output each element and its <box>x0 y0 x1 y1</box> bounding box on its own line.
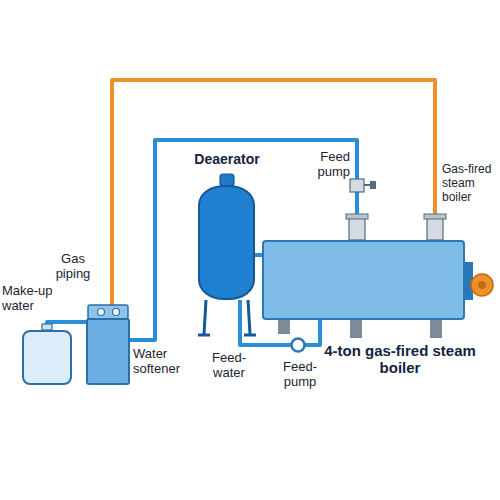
leg-foot <box>198 334 210 337</box>
support-leg <box>204 300 206 334</box>
boiler-leg <box>350 320 362 338</box>
deaerator-tank: Deaerator <box>198 185 255 300</box>
leg-foot <box>244 334 256 337</box>
steam-nozzle <box>349 216 365 240</box>
support-leg <box>248 300 250 334</box>
feed-pump-valve <box>350 179 364 192</box>
feed-pump-symbol <box>292 339 305 352</box>
boiler-leg <box>430 320 442 338</box>
control-dial <box>113 309 120 316</box>
valve-wheel <box>370 181 376 189</box>
water-pipe <box>255 253 262 257</box>
node-label: Make-up water <box>2 284 62 314</box>
steam-boiler: 4-ton gas-fired steam boiler <box>262 240 465 320</box>
water-pipe <box>47 322 86 330</box>
nozzle-flange <box>346 214 368 219</box>
burner-core <box>478 281 486 289</box>
pipe-label: Gas piping <box>48 252 98 282</box>
gas-burner <box>471 274 493 296</box>
boiler-leg <box>278 320 290 334</box>
node-label: 4-ton gas-fired steam boiler <box>322 342 478 377</box>
node-label: Deaerator <box>186 151 268 167</box>
equipment-label: Gas-fired steam boiler <box>442 163 496 204</box>
softener-control-head <box>88 305 128 319</box>
node-label: Water softener <box>133 347 193 377</box>
water-softener: Water softener <box>86 318 130 385</box>
makeup-water-tank: Make-up water <box>22 330 72 385</box>
pipe-label: Feed-water <box>203 351 255 381</box>
nozzle-flange <box>424 214 446 219</box>
gas-nozzle <box>427 216 443 240</box>
equipment-label: Feed-pump <box>268 360 332 390</box>
equipment-label: Feed pump <box>298 150 350 180</box>
control-dial <box>98 309 105 316</box>
